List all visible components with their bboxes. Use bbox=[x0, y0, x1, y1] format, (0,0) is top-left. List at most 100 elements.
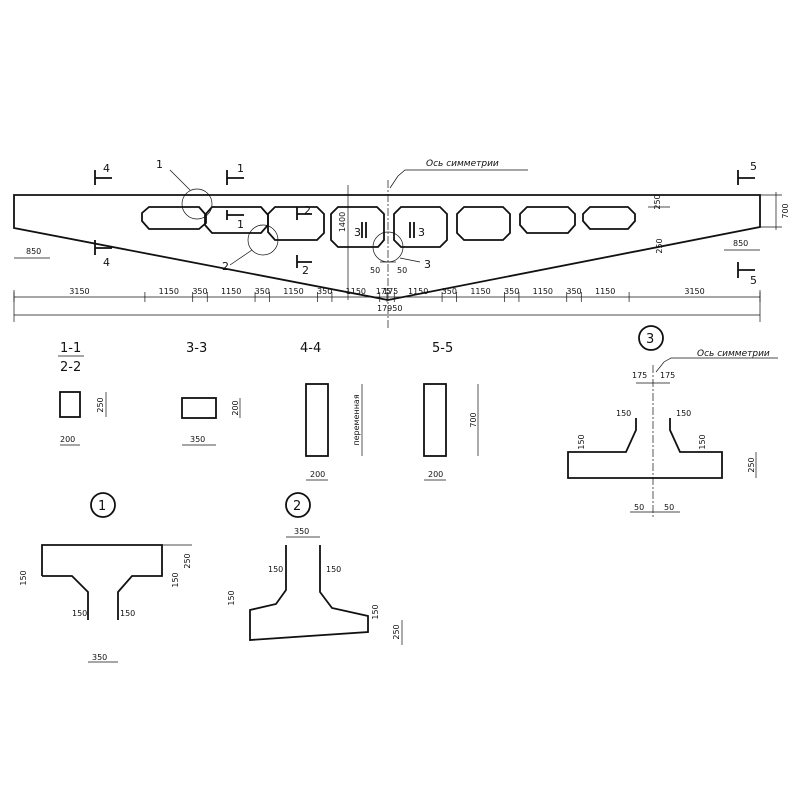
opening bbox=[330, 206, 385, 248]
dim-150-bottom-left: 150 bbox=[72, 609, 87, 618]
detail-callout-circle bbox=[181, 188, 213, 220]
callout-label: 1 bbox=[156, 158, 163, 171]
segment-dim-label: 3150 bbox=[684, 287, 704, 296]
center-dim-left: 50 bbox=[370, 266, 380, 275]
top-chord-dim: 250 bbox=[653, 194, 662, 209]
dim-50-left: 50 bbox=[634, 503, 644, 512]
detail-callout-circle bbox=[247, 224, 279, 256]
section-height-dim: 700 bbox=[469, 412, 478, 427]
section-5-5: 5-5 200 700 bbox=[423, 341, 479, 481]
section-width-dim: 200 bbox=[60, 435, 75, 444]
section-mark-2-bottom: 2 bbox=[296, 255, 312, 277]
dim-chord-height: 250 bbox=[392, 624, 401, 639]
dim-150-left: 150 bbox=[19, 570, 28, 585]
opening bbox=[204, 206, 269, 234]
section-mark-3-right: 3 bbox=[409, 222, 425, 239]
section-height-dim: 200 bbox=[231, 400, 240, 415]
section-label: 2 bbox=[304, 204, 311, 217]
callout-leader bbox=[229, 249, 253, 266]
center-dim-right: 50 bbox=[397, 266, 407, 275]
section-label: 5 bbox=[750, 274, 757, 287]
section-title: 3-3 bbox=[186, 341, 207, 356]
dim-150-top-right: 150 bbox=[326, 565, 341, 574]
opening bbox=[456, 206, 511, 241]
detail-1: 1 250 150 150 150 150 350 bbox=[19, 492, 192, 663]
section-title: 4-4 bbox=[300, 341, 321, 356]
truss-elevation: Ось симметрии 1 2 3 4 4 1 1 2 bbox=[13, 158, 790, 330]
bottom-chord-dim: 250 bbox=[655, 238, 664, 253]
segment-dim-label: 350 bbox=[192, 287, 207, 296]
dim-top-height: 250 bbox=[183, 553, 192, 568]
detail-number-circle bbox=[638, 325, 664, 351]
section-label: 1 bbox=[237, 218, 244, 231]
section-4-4: 4-4 200 переменная bbox=[300, 341, 363, 481]
section-3-3: 3-3 350 200 bbox=[181, 341, 241, 446]
dim-chord-height: 250 bbox=[747, 457, 756, 472]
detail-outline bbox=[567, 418, 723, 479]
mid-height-dim: 1400 bbox=[338, 212, 347, 232]
axis-label: Ось симметрии bbox=[697, 349, 770, 359]
detail-number: 1 bbox=[98, 499, 106, 514]
section-title: 5-5 bbox=[432, 341, 453, 356]
callout-leader bbox=[169, 169, 191, 191]
segment-dim-label: 350 bbox=[317, 287, 332, 296]
dim-175-right: 175 bbox=[660, 371, 675, 380]
dim-150-top-left: 150 bbox=[268, 565, 283, 574]
callout-leader bbox=[399, 257, 421, 263]
dim-stem-width: 350 bbox=[294, 527, 309, 536]
detail-outline bbox=[249, 545, 369, 641]
detail-number-circle bbox=[90, 492, 116, 518]
detail-outline bbox=[41, 544, 163, 620]
opening bbox=[267, 206, 325, 241]
total-length-dim: 17950 bbox=[377, 304, 402, 313]
segment-dim-label: 1150 bbox=[533, 287, 553, 296]
dim-stem-width: 350 bbox=[92, 653, 107, 662]
segment-dim-label: 1150 bbox=[408, 287, 428, 296]
section-mark-4-bottom: 4 bbox=[94, 240, 112, 269]
section-1-1: 1-1 2-2 200 250 bbox=[58, 341, 107, 446]
dim-150-left: 150 bbox=[227, 590, 236, 605]
section-width-dim: 200 bbox=[428, 470, 443, 479]
girder-outline bbox=[13, 194, 761, 301]
segment-dim-label: 1150 bbox=[470, 287, 490, 296]
right-offset-dim: 850 bbox=[733, 239, 748, 248]
section-label: 4 bbox=[103, 162, 110, 175]
dim-150-right: 150 bbox=[171, 572, 180, 587]
opening bbox=[393, 206, 448, 248]
dim-150-left: 150 bbox=[616, 409, 631, 418]
segment-dim-label: 1150 bbox=[595, 287, 615, 296]
openings bbox=[141, 206, 636, 248]
section-label: 3 bbox=[418, 226, 425, 239]
dim-175-left: 175 bbox=[632, 371, 647, 380]
detail-2: 2 350 150 150 150 150 250 bbox=[227, 492, 403, 645]
section-label: 1 bbox=[237, 162, 244, 175]
dim-150-side-left: 150 bbox=[577, 434, 586, 449]
left-offset-dim: 850 bbox=[26, 247, 41, 256]
section-width-dim: 350 bbox=[190, 435, 205, 444]
section-mark-2-top: 2 bbox=[296, 204, 312, 220]
section-mark-4-top: 4 bbox=[94, 162, 112, 185]
segment-dim-label: 350 bbox=[442, 287, 457, 296]
section-label: 2 bbox=[302, 264, 309, 277]
callout-label: 2 bbox=[222, 260, 229, 273]
axis-label: Ось симметрии bbox=[426, 159, 499, 169]
dim-150-bottom-right: 150 bbox=[120, 609, 135, 618]
segment-dim-label: 350 bbox=[504, 287, 519, 296]
section-label: 4 bbox=[103, 256, 110, 269]
section-label: 3 bbox=[354, 226, 361, 239]
end-height-dim: 700 bbox=[781, 203, 790, 218]
segment-dim-label: 3150 bbox=[69, 287, 89, 296]
detail-3: 3 Ось симметрии 175 175 150 150 150 150 … bbox=[567, 325, 778, 518]
segment-dim-label: 1150 bbox=[346, 287, 366, 296]
dim-150-right: 150 bbox=[371, 604, 380, 619]
segment-dim-label: 350 bbox=[566, 287, 581, 296]
segment-dim-label: 175 bbox=[376, 287, 391, 296]
segment-dim-label: 1150 bbox=[221, 287, 241, 296]
opening bbox=[582, 206, 636, 230]
section-mark-1-bottom: 1 bbox=[226, 210, 244, 231]
dim-50-right: 50 bbox=[664, 503, 674, 512]
detail-number: 2 bbox=[293, 499, 301, 514]
segment-dim-label: 1150 bbox=[283, 287, 303, 296]
